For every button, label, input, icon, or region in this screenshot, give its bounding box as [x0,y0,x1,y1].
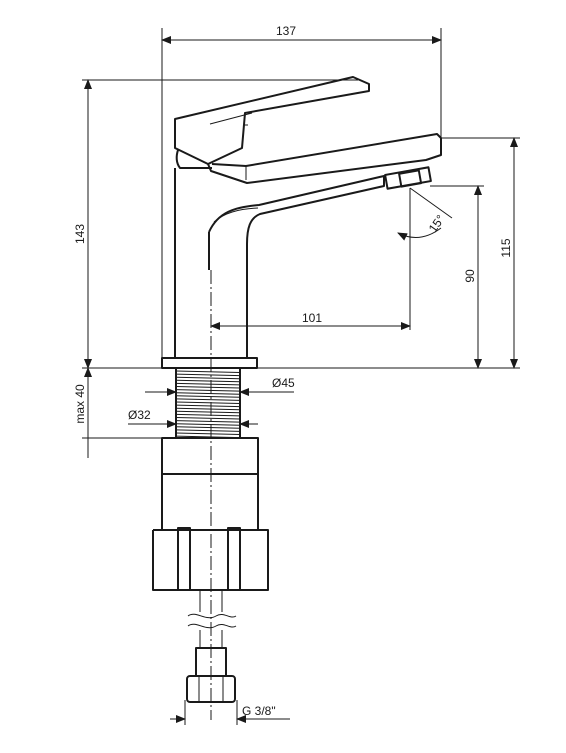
base-flange [161,357,258,369]
thread-ridge [175,401,241,404]
thread-ridge [175,386,241,389]
dim-thread-diameter: Ø32 [128,408,151,422]
thread-ridge [175,413,241,417]
thread-ridge [175,417,241,420]
mounting-nut [152,437,269,591]
thread-ridge [175,379,241,383]
thread-ridge [175,407,241,411]
dim-aerator-height: 90 [463,269,477,283]
thread-ridge [175,420,241,423]
thread-ridge [175,398,241,401]
thread-ridge [175,429,241,432]
thread-ridge [175,376,241,380]
extension-lines [82,28,520,725]
dim-max-mounting-depth: max 40 [73,384,87,424]
dim-spout-height: 115 [499,238,513,257]
thread-ridge [175,404,241,408]
thread-ridge [175,382,241,386]
thread-ridge [175,373,241,377]
dim-hose-connection: G 3/8" [242,704,276,718]
thread-ridge [175,423,241,426]
thread-ridge [175,432,241,435]
dimension-lines [84,36,518,723]
mounting-thread [175,367,241,439]
thread-ridge [175,370,241,373]
spout [207,133,442,184]
dim-overall-height: 143 [73,224,87,244]
dim-base-diameter: Ø45 [272,376,295,390]
spout-underside [208,175,385,245]
thread-ridge [175,410,241,414]
body-column [174,168,248,359]
lever-cap [175,149,212,169]
thread-ridge [175,392,241,395]
aerator [384,166,432,190]
dim-spray-angle: 15° [426,212,448,235]
thread-ridge [175,426,241,429]
dim-overall-width: 137 [276,24,296,38]
thread-ridge [175,395,241,398]
thread-ridge [175,389,241,392]
dim-spout-reach: 101 [302,311,322,325]
